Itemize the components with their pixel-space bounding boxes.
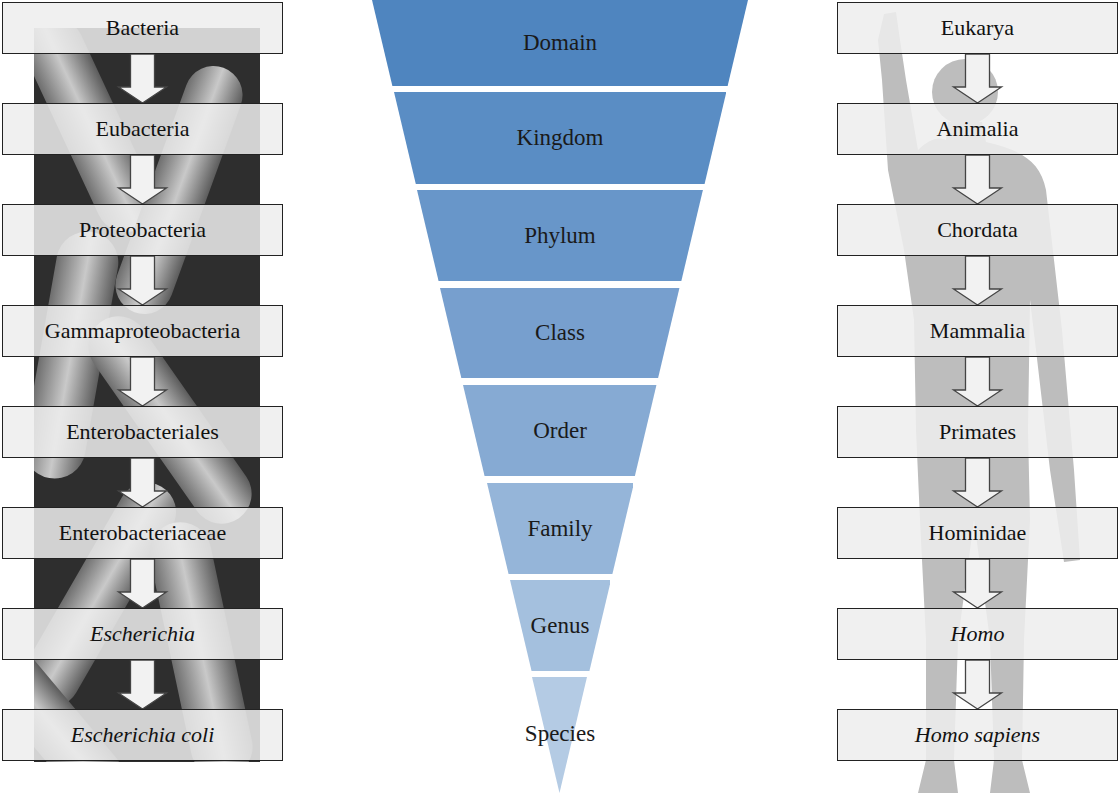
taxon-box: Enterobacteriales	[2, 406, 283, 458]
taxon-label: Proteobacteria	[79, 217, 206, 243]
block-arrow	[119, 458, 167, 507]
taxon-box: Gammaproteobacteria	[2, 305, 283, 357]
block-arrow	[119, 256, 167, 305]
taxon-box: Primates	[837, 406, 1118, 458]
taxon-box: Chordata	[837, 204, 1118, 256]
taxon-box: Eukarya	[837, 2, 1118, 54]
rank-band: Kingdom	[394, 92, 726, 184]
taxon-label: Escherichia	[90, 621, 195, 647]
block-arrow	[119, 559, 167, 608]
taxon-label: Primates	[939, 419, 1016, 445]
taxon-label: Gammaproteobacteria	[45, 318, 240, 344]
block-arrow	[954, 155, 1002, 204]
taxon-label: Homo	[951, 621, 1005, 647]
rank-label: Phylum	[524, 223, 596, 249]
taxon-box: Eubacteria	[2, 103, 283, 155]
taxon-box: Hominidae	[837, 507, 1118, 559]
rank-band: Family	[487, 483, 634, 574]
block-arrow	[954, 660, 1002, 709]
rank-label: Kingdom	[517, 125, 604, 151]
block-arrow	[119, 54, 167, 103]
taxon-label: Escherichia coli	[71, 722, 215, 748]
taxon-box: Proteobacteria	[2, 204, 283, 256]
taxon-label: Bacteria	[106, 15, 179, 41]
taxon-label: Animalia	[937, 116, 1019, 142]
rank-band: Order	[463, 385, 656, 476]
taxon-box: Escherichia	[2, 608, 283, 660]
block-arrow	[119, 155, 167, 204]
block-arrow	[954, 256, 1002, 305]
taxon-label: Mammalia	[930, 318, 1025, 344]
taxon-box: Homo sapiens	[837, 709, 1118, 761]
rank-label: Order	[533, 418, 587, 444]
rank-band: Genus	[510, 580, 611, 671]
taxon-label: Chordata	[937, 217, 1018, 243]
block-arrow	[119, 660, 167, 709]
taxon-box: Animalia	[837, 103, 1118, 155]
taxon-label: Homo sapiens	[915, 722, 1040, 748]
taxon-label: Enterobacteriaceae	[59, 520, 226, 546]
rank-label: Family	[527, 516, 592, 542]
rank-band: Class	[440, 288, 679, 378]
taxon-box: Enterobacteriaceae	[2, 507, 283, 559]
rank-label: Genus	[531, 613, 590, 639]
rank-label: Species	[525, 721, 595, 747]
rank-band: Species	[532, 677, 587, 793]
rank-band: Domain	[372, 0, 748, 86]
block-arrow	[954, 54, 1002, 103]
taxon-label: Hominidae	[929, 520, 1027, 546]
block-arrow	[119, 357, 167, 406]
taxon-label: Eubacteria	[95, 116, 189, 142]
taxon-box: Homo	[837, 608, 1118, 660]
block-arrow	[954, 357, 1002, 406]
block-arrow	[954, 458, 1002, 507]
rank-band: Phylum	[417, 190, 703, 281]
taxon-box: Escherichia coli	[2, 709, 283, 761]
taxon-label: Enterobacteriales	[66, 419, 219, 445]
taxon-box: Bacteria	[2, 2, 283, 54]
block-arrow	[954, 559, 1002, 608]
taxon-box: Mammalia	[837, 305, 1118, 357]
rank-label: Class	[535, 320, 585, 346]
rank-label: Domain	[523, 30, 597, 56]
taxon-label: Eukarya	[941, 15, 1014, 41]
